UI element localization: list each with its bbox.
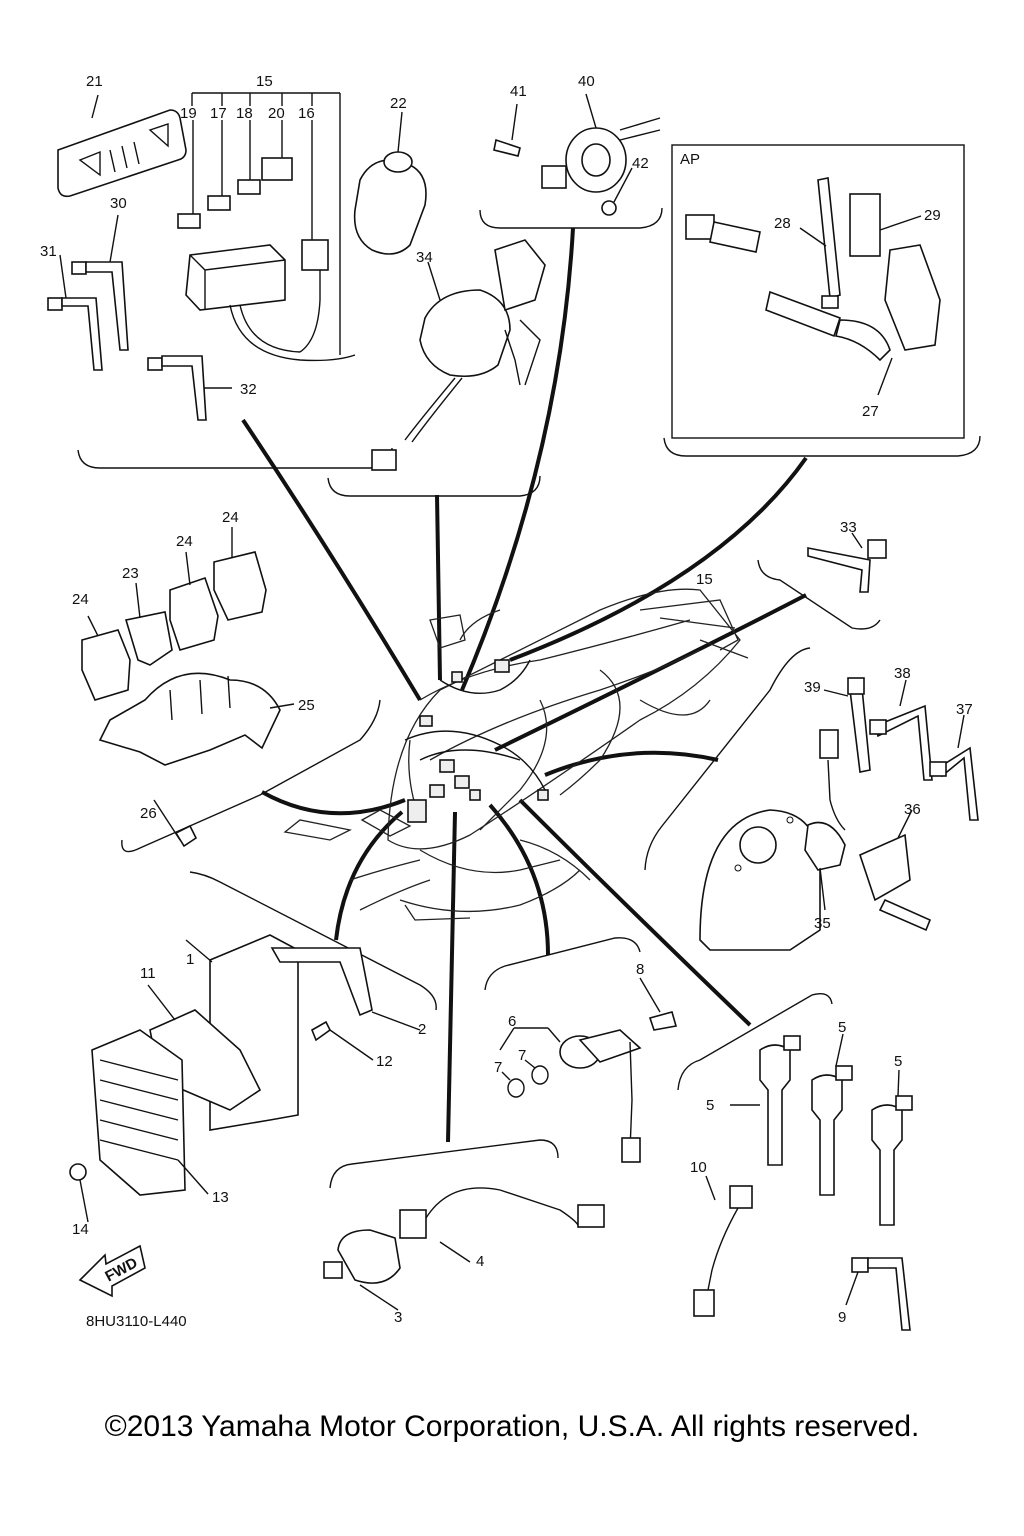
callout-5b: 5 (838, 1019, 846, 1036)
callout-19: 19 (180, 105, 197, 122)
callout-22: 22 (390, 95, 407, 112)
callout-3: 3 (394, 1309, 402, 1326)
callout-37: 37 (956, 701, 973, 718)
callout-36: 36 (904, 801, 921, 818)
callout-33: 33 (840, 519, 857, 536)
callout-10: 10 (690, 1159, 707, 1176)
callout-8: 8 (636, 961, 644, 978)
callout-5c: 5 (894, 1053, 902, 1070)
callout-34: 34 (416, 249, 433, 266)
callout-9: 9 (838, 1309, 846, 1326)
part-33-tie (807, 532, 887, 593)
callout-18: 18 (236, 105, 253, 122)
section-brackets (77, 207, 981, 1189)
callout-21: 21 (86, 73, 103, 90)
sensor-group (323, 977, 678, 1311)
plug-sensor-group (693, 1033, 913, 1331)
callout-41: 41 (510, 83, 527, 100)
callout-30: 30 (110, 195, 127, 212)
leader-lines (241, 227, 808, 1143)
part-34-switch (371, 239, 546, 471)
part-40-41-42 (493, 93, 661, 216)
ecu-regulator-group (69, 934, 421, 1298)
copyright-notice: ©2013 Yamaha Motor Corporation, U.S.A. A… (104, 1410, 920, 1443)
callout-17: 17 (210, 105, 227, 122)
callout-42: 42 (632, 155, 649, 172)
watercraft-hull-illustration (283, 588, 749, 921)
callout-39: 39 (804, 679, 821, 696)
callout-26: 26 (140, 805, 157, 822)
callout-7b: 7 (518, 1047, 526, 1064)
callout-14: 14 (72, 1221, 89, 1238)
callout-24a: 24 (72, 591, 89, 608)
callout-12: 12 (376, 1053, 393, 1070)
callout-24c: 24 (222, 509, 239, 526)
callout-6: 6 (508, 1013, 516, 1030)
diagram-texts: 1 2 3 4 5 5 5 6 7 7 8 9 10 11 12 13 14 1… (40, 73, 973, 1330)
part-22-bottle (353, 111, 427, 255)
callout-24b: 24 (176, 533, 193, 550)
part-35-39-group (699, 677, 979, 951)
callout-13: 13 (212, 1189, 229, 1206)
callout-7a: 7 (494, 1059, 502, 1076)
callout-1: 1 (186, 951, 194, 968)
callout-40: 40 (578, 73, 595, 90)
callout-27: 27 (862, 403, 879, 420)
callout-25: 25 (298, 697, 315, 714)
relay-group (81, 527, 295, 848)
callout-29: 29 (924, 207, 941, 224)
callout-15b: 15 (696, 571, 713, 588)
ap-kit-box (671, 144, 965, 439)
ap-kit-label: AP (680, 151, 700, 168)
callout-11: 11 (140, 965, 156, 982)
callout-4: 4 (476, 1253, 484, 1270)
callout-16: 16 (298, 105, 315, 122)
callout-2: 2 (418, 1021, 426, 1038)
callout-31: 31 (40, 243, 57, 260)
callout-20: 20 (268, 105, 285, 122)
callout-28: 28 (774, 215, 791, 232)
fuse-box-group (47, 92, 356, 421)
diagram-code: 8HU3110-L440 (86, 1313, 187, 1330)
callout-5a: 5 (706, 1097, 714, 1114)
callout-35: 35 (814, 915, 831, 932)
callout-15a: 15 (256, 73, 273, 90)
callout-23: 23 (122, 565, 139, 582)
exploded-parts-diagram: 1 2 3 4 5 5 5 6 7 7 8 9 10 11 12 13 14 1… (40, 73, 981, 1331)
callout-38: 38 (894, 665, 911, 682)
callout-32: 32 (240, 381, 257, 398)
